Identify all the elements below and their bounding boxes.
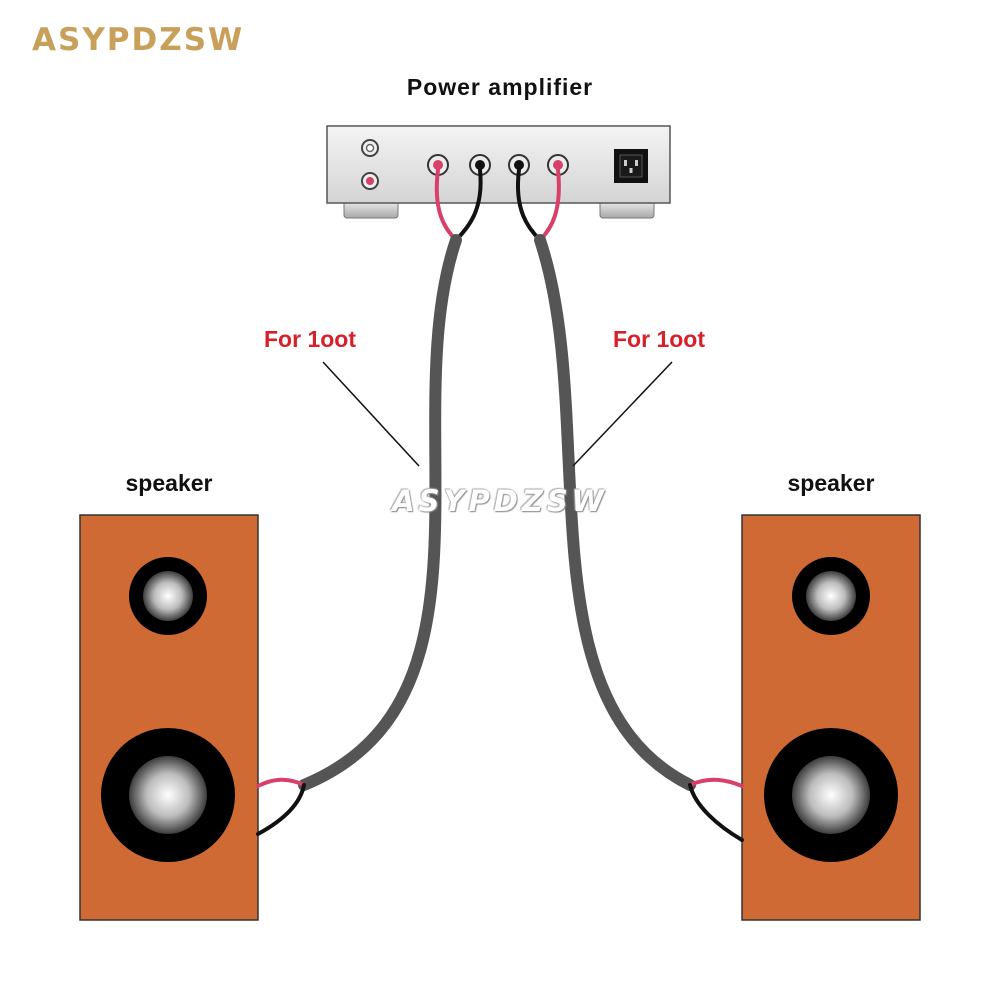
right-cable-length-label: For 1oot (613, 326, 705, 352)
right-speaker-cable (516, 168, 744, 842)
left-tweeter-icon (129, 557, 207, 635)
right-woofer-icon (764, 728, 898, 862)
right-negative-wire-speaker-end (688, 783, 744, 842)
right-cable-jacket (534, 234, 696, 791)
left-speaker (79, 514, 259, 921)
left-cable-length-label: For 1oot (264, 326, 356, 352)
terminal-left-positive-icon (427, 154, 449, 176)
right-speaker-label: speaker (787, 470, 875, 496)
power-socket-icon (614, 149, 648, 183)
left-speaker-label: speaker (125, 470, 213, 496)
rca-input-red-icon (361, 172, 379, 190)
left-speaker-cable (256, 168, 483, 836)
watermark: ASYPDZSW (392, 484, 608, 518)
right-speaker (741, 514, 921, 921)
rca-input-white-icon (361, 139, 379, 157)
right-tweeter-icon (792, 557, 870, 635)
left-length-leader-line (322, 361, 420, 467)
left-cable-jacket (298, 234, 462, 791)
power-amplifier (326, 125, 671, 219)
right-positive-wire-speaker-end (688, 777, 744, 788)
left-negative-wire-speaker-end (256, 783, 306, 836)
brand-logo: ASYPDZSW (32, 22, 245, 58)
amplifier-label: Power amplifier (406, 74, 594, 100)
left-positive-wire-speaker-end (256, 777, 306, 788)
right-length-leader-line (572, 361, 673, 467)
left-woofer-icon (101, 728, 235, 862)
amp-body (326, 125, 671, 204)
